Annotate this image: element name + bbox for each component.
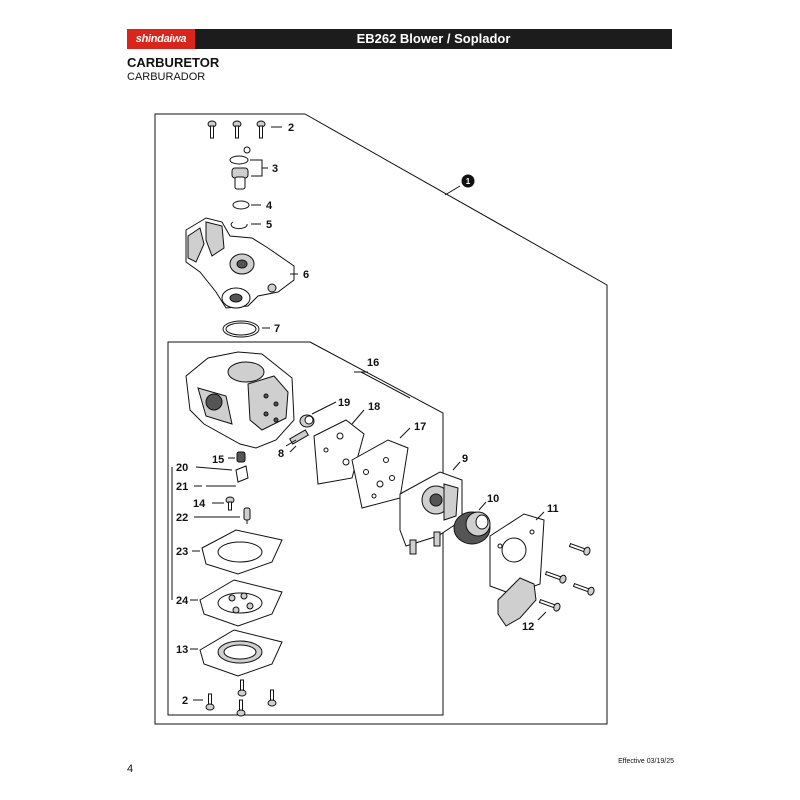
header-bar [127,29,672,49]
callout-2-bottom: 2 [182,695,188,707]
part-15-spring [236,451,246,463]
part-23-gasket [201,529,283,575]
callout-21: 21 [176,481,188,493]
bottom-screws [205,679,277,717]
part-7-gasket [222,320,260,338]
top-screws [207,120,282,139]
part-3-plug [229,146,268,190]
callout-5: 5 [266,219,272,231]
callout-12: 12 [522,621,534,633]
page-number: 4 [127,763,134,775]
part-11-cover-plate [489,513,545,627]
part-22-needle-valve [243,507,251,524]
callout-8: 8 [278,448,284,460]
callout-10: 10 [487,493,499,505]
callout-23: 23 [176,546,188,558]
outer-frame [154,113,608,725]
part-6-housing [185,217,295,309]
callout-9: 9 [462,453,468,465]
part-20-lever [235,465,249,483]
part-14-screw [225,496,235,511]
section-subtitle: CARBURADOR [127,71,206,83]
part-5-clip [230,221,248,230]
part-10-primer-bulb [453,511,491,545]
part-17-gasket [351,439,409,509]
callout-24: 24 [176,595,189,607]
part-12-screws [538,542,595,612]
callout-2-top: 2 [288,122,294,134]
callout-13: 13 [176,644,188,656]
inner-frame [167,341,444,716]
callout-14: 14 [193,498,206,510]
callout-3: 3 [272,163,278,175]
part-9-pump-body [399,471,463,555]
callout-7: 7 [274,323,280,335]
part-18-gasket [313,419,365,485]
assembly-callout-badge: 1 [444,174,475,196]
callout-22: 22 [176,512,188,524]
callout-16: 16 [367,357,379,369]
part-13-cover [199,629,283,677]
page-title: EB262 Blower / Soplador [356,31,511,46]
callout-4: 4 [266,200,273,212]
part-19-seal [299,414,315,428]
part-4-washer [232,200,250,210]
callout-15: 15 [212,454,224,466]
callout-6: 6 [303,269,309,281]
part-24-diaphragm [199,579,283,627]
part-16-carburetor-body [185,351,295,449]
callout-18: 18 [368,401,380,413]
effective-date: Effective 03/19/25 [618,758,674,765]
callout-11: 11 [547,503,559,515]
callout-1: 1 [466,177,471,186]
callout-20: 20 [176,462,188,474]
callout-19: 19 [338,397,350,409]
callout-17: 17 [414,421,426,433]
brand-logo: shindaiwa [127,29,195,49]
part-8-needle [285,429,309,447]
section-title: CARBURETOR [127,55,220,70]
